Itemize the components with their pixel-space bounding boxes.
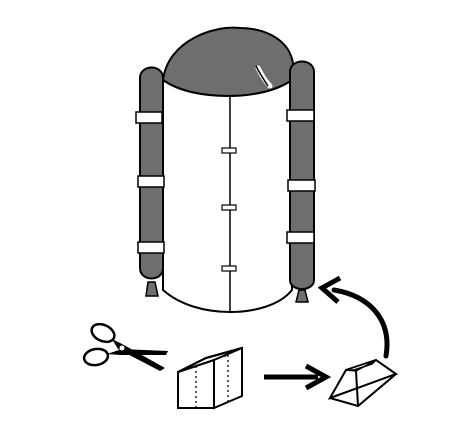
scissors-icon [82,322,168,371]
zipper-icon [221,96,237,312]
backpack-body-icon [162,78,293,314]
right-arm-strap-icon [286,60,316,303]
right-arrow-icon [264,363,332,391]
curved-arrow-icon [317,275,390,359]
left-arm-strap-icon [135,66,165,297]
truncated-pyramid-icon [327,358,399,408]
box-icon [177,346,243,410]
